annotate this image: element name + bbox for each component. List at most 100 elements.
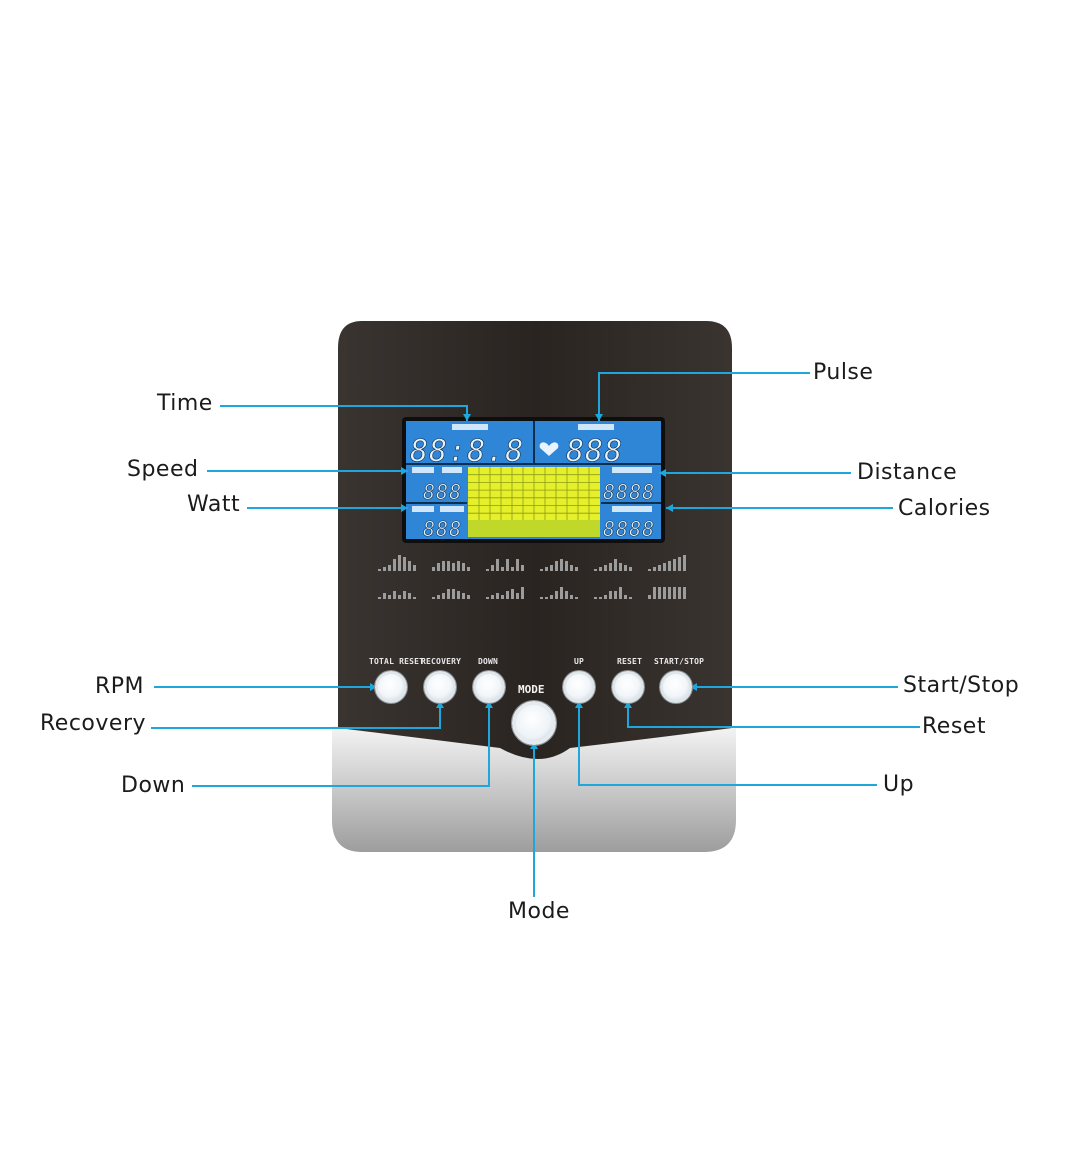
- lcd-tag-watt: [412, 506, 434, 512]
- profile-bar: [378, 597, 381, 599]
- profile-bar: [570, 595, 573, 599]
- time-label: Time: [157, 391, 213, 416]
- profile-bar: [545, 567, 548, 571]
- recovery-label: Recovery: [40, 711, 147, 736]
- profile-bar: [383, 593, 386, 599]
- watt-label: Watt: [187, 492, 241, 517]
- total-reset-button[interactable]: [375, 671, 407, 703]
- profile-bar: [599, 597, 602, 599]
- lcd-tag-pulse: [578, 424, 614, 430]
- lcd-pulse-digits: 888: [566, 434, 623, 469]
- lcd-tag-rpm: [442, 467, 462, 473]
- profile-bar: [609, 563, 612, 571]
- down-label: Down: [121, 773, 186, 798]
- reset-leader-arrow: [624, 701, 632, 708]
- profile-bar: [663, 587, 666, 599]
- profile-bar: [599, 567, 602, 571]
- reset-leader: [627, 701, 920, 728]
- profile-bar: [653, 567, 656, 571]
- start-stop-button[interactable]: [660, 671, 692, 703]
- lcd-speed-digits: 888: [423, 480, 462, 504]
- profile-bar: [540, 569, 543, 571]
- profile-bar: [550, 595, 553, 599]
- profile-bar: [555, 561, 558, 571]
- profile-bar: [555, 591, 558, 599]
- up-label: Up: [883, 772, 915, 797]
- profile-bar: [467, 595, 470, 599]
- reset-button[interactable]: [612, 671, 644, 703]
- profile-bar: [619, 563, 622, 571]
- profile-bar: [413, 597, 416, 599]
- profile-bar: [462, 563, 465, 571]
- leader-arrowheads: [370, 414, 697, 749]
- profile-bar: [678, 587, 681, 599]
- distance-label: Distance: [857, 460, 958, 485]
- mode-button[interactable]: [512, 701, 556, 745]
- lcd-tag-speed: [412, 467, 434, 473]
- heart-icon: [539, 442, 559, 456]
- profile-bar: [609, 591, 612, 599]
- pulse-leader-arrow: [595, 414, 603, 421]
- profile-bar: [486, 569, 489, 571]
- profile-bar: [570, 565, 573, 571]
- leader-lines: [151, 372, 920, 897]
- down-button[interactable]: [473, 671, 505, 703]
- lcd-time-digits: 88:8.8: [410, 434, 524, 469]
- profile-bar: [511, 567, 514, 571]
- recovery-caption: RECOVERY: [421, 657, 462, 666]
- profile-bar: [668, 587, 671, 599]
- lcd-tag-calories: [612, 506, 652, 512]
- profile-bar: [673, 559, 676, 571]
- profile-bar: [658, 565, 661, 571]
- profile-bar: [491, 595, 494, 599]
- profile-bar: [501, 567, 504, 571]
- profile-bar: [575, 567, 578, 571]
- lcd-distance-digits: 8888: [603, 480, 655, 504]
- profile-bar: [629, 597, 632, 599]
- profile-bar: [653, 587, 656, 599]
- down-leader: [192, 701, 490, 787]
- profile-bar: [624, 595, 627, 599]
- profile-bar: [447, 561, 450, 571]
- profile-bar: [486, 597, 489, 599]
- profile-bar: [614, 559, 617, 571]
- profile-bar: [452, 589, 455, 599]
- profile-bar: [683, 587, 686, 599]
- up-button[interactable]: [563, 671, 595, 703]
- recovery-leader-arrow: [436, 701, 444, 708]
- profile-bar: [516, 593, 519, 599]
- profile-bar: [393, 559, 396, 571]
- rpm-label: RPM: [95, 674, 145, 699]
- profile-bar: [521, 587, 524, 599]
- profile-bar: [457, 591, 460, 599]
- profile-bar: [491, 565, 494, 571]
- profile-bar: [560, 559, 563, 571]
- profile-bar: [496, 593, 499, 599]
- speed-leader-arrow: [401, 467, 408, 475]
- pulse-leader: [598, 372, 810, 421]
- recovery-button[interactable]: [424, 671, 456, 703]
- profile-bar: [457, 561, 460, 571]
- calories-leader-arrow: [666, 504, 673, 512]
- profile-bar: [575, 597, 578, 599]
- profile-bar: [432, 597, 435, 599]
- up-leader-arrow: [575, 701, 583, 708]
- profile-bar: [663, 563, 666, 571]
- profile-bar: [629, 567, 632, 571]
- profile-bar: [668, 561, 671, 571]
- profile-bar: [550, 565, 553, 571]
- up-leader: [578, 701, 877, 786]
- lcd-grid-footer: [468, 520, 600, 537]
- profile-bar: [545, 597, 548, 599]
- profile-bar: [521, 565, 524, 571]
- profile-bar: [516, 559, 519, 571]
- reset-caption: RESET: [617, 657, 643, 666]
- profile-bar: [560, 587, 563, 599]
- profile-bar: [673, 587, 676, 599]
- profile-bar: [447, 589, 450, 599]
- program-profiles: [378, 555, 686, 599]
- lcd-tag-time2: [440, 506, 464, 512]
- profile-bar: [398, 555, 401, 571]
- up-caption: UP: [574, 657, 585, 666]
